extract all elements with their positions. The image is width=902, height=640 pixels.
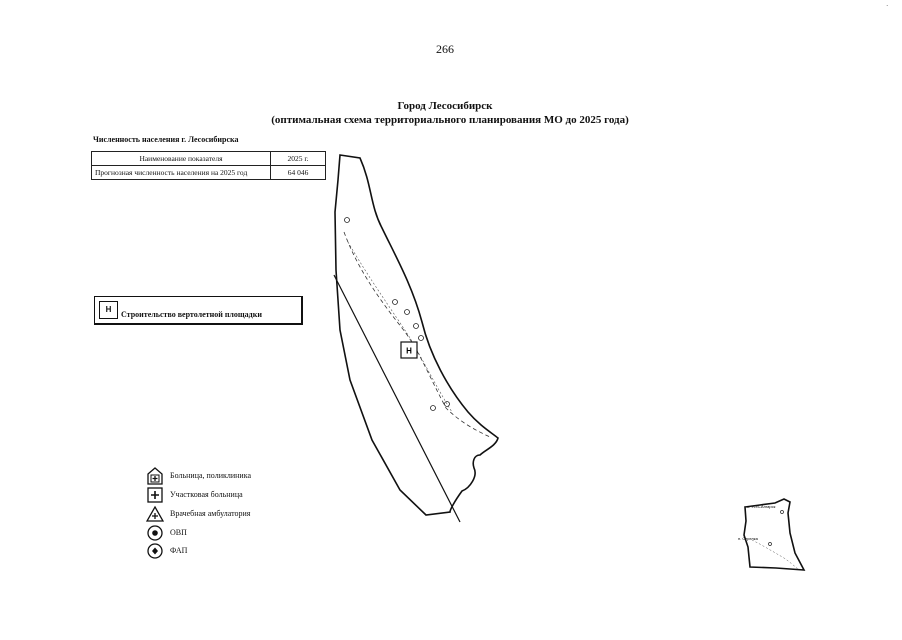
table-row: Прогнозная численность населения на 2025…: [91, 165, 326, 180]
page-number: 266: [436, 42, 454, 56]
table-header-cell: Наименование показателя: [91, 151, 271, 166]
fap-marker: [444, 401, 450, 407]
district-hospital-icon: [147, 487, 163, 503]
fap-marker: [768, 542, 772, 546]
legend-label: ОВП: [170, 528, 187, 537]
ovp-marker: [404, 309, 410, 315]
population-caption: Численность населения г. Лесосибирска: [93, 135, 239, 144]
fap-icon: [147, 543, 163, 559]
legend-label: Участковая больница: [170, 490, 243, 499]
inset-label: п. Усть-Ангарск: [747, 504, 776, 509]
legend-label: Больница, поликлиника: [170, 471, 252, 480]
medical-ambulatory-icon: [146, 505, 164, 522]
rail-line: [347, 241, 453, 413]
ovp-icon: [147, 525, 163, 541]
fap-marker: [344, 217, 350, 223]
helipad-icon: Н: [99, 301, 118, 319]
helipad-legend-box: Н Строительство вертолетной площадки: [94, 296, 303, 325]
road-line: [751, 539, 799, 570]
ovp-marker: [392, 299, 398, 305]
helipad-map-marker: [400, 341, 418, 359]
table-cell: Прогнозная численность населения на 2025…: [91, 165, 271, 180]
fap-marker: [780, 510, 784, 514]
helipad-label: Строительство вертолетной площадки: [121, 310, 262, 319]
table-cell: 64 046: [270, 165, 326, 180]
map-subtitle: (оптимальная схема территориального план…: [271, 114, 629, 126]
hospital-polyclinic-icon: [147, 467, 163, 485]
population-table: Наименование показателя 2025 г. Прогнозн…: [91, 151, 326, 180]
ovp-marker: [418, 335, 424, 341]
inset-map: п. Усть-Ангарск п. Стрелка: [738, 498, 806, 571]
river-bank-line: [333, 274, 461, 523]
table-header-row: Наименование показателя 2025 г.: [91, 151, 326, 166]
fap-marker: [413, 323, 419, 329]
ovp-marker: [430, 405, 436, 411]
road-line: [343, 231, 491, 438]
map-title: Город Лесосибирск: [397, 100, 493, 112]
corner-mark: ·: [886, 2, 889, 10]
legend-label: ФАП: [170, 546, 188, 555]
city-map: Н: [333, 154, 499, 523]
inset-label: п. Стрелка: [738, 536, 759, 541]
map-markers: [344, 217, 450, 411]
helipad-map-marker-letter: Н: [406, 347, 412, 356]
city-boundary: [334, 154, 499, 516]
legend-label: Врачебная амбулатория: [170, 509, 251, 518]
inset-boundary: [743, 498, 806, 571]
